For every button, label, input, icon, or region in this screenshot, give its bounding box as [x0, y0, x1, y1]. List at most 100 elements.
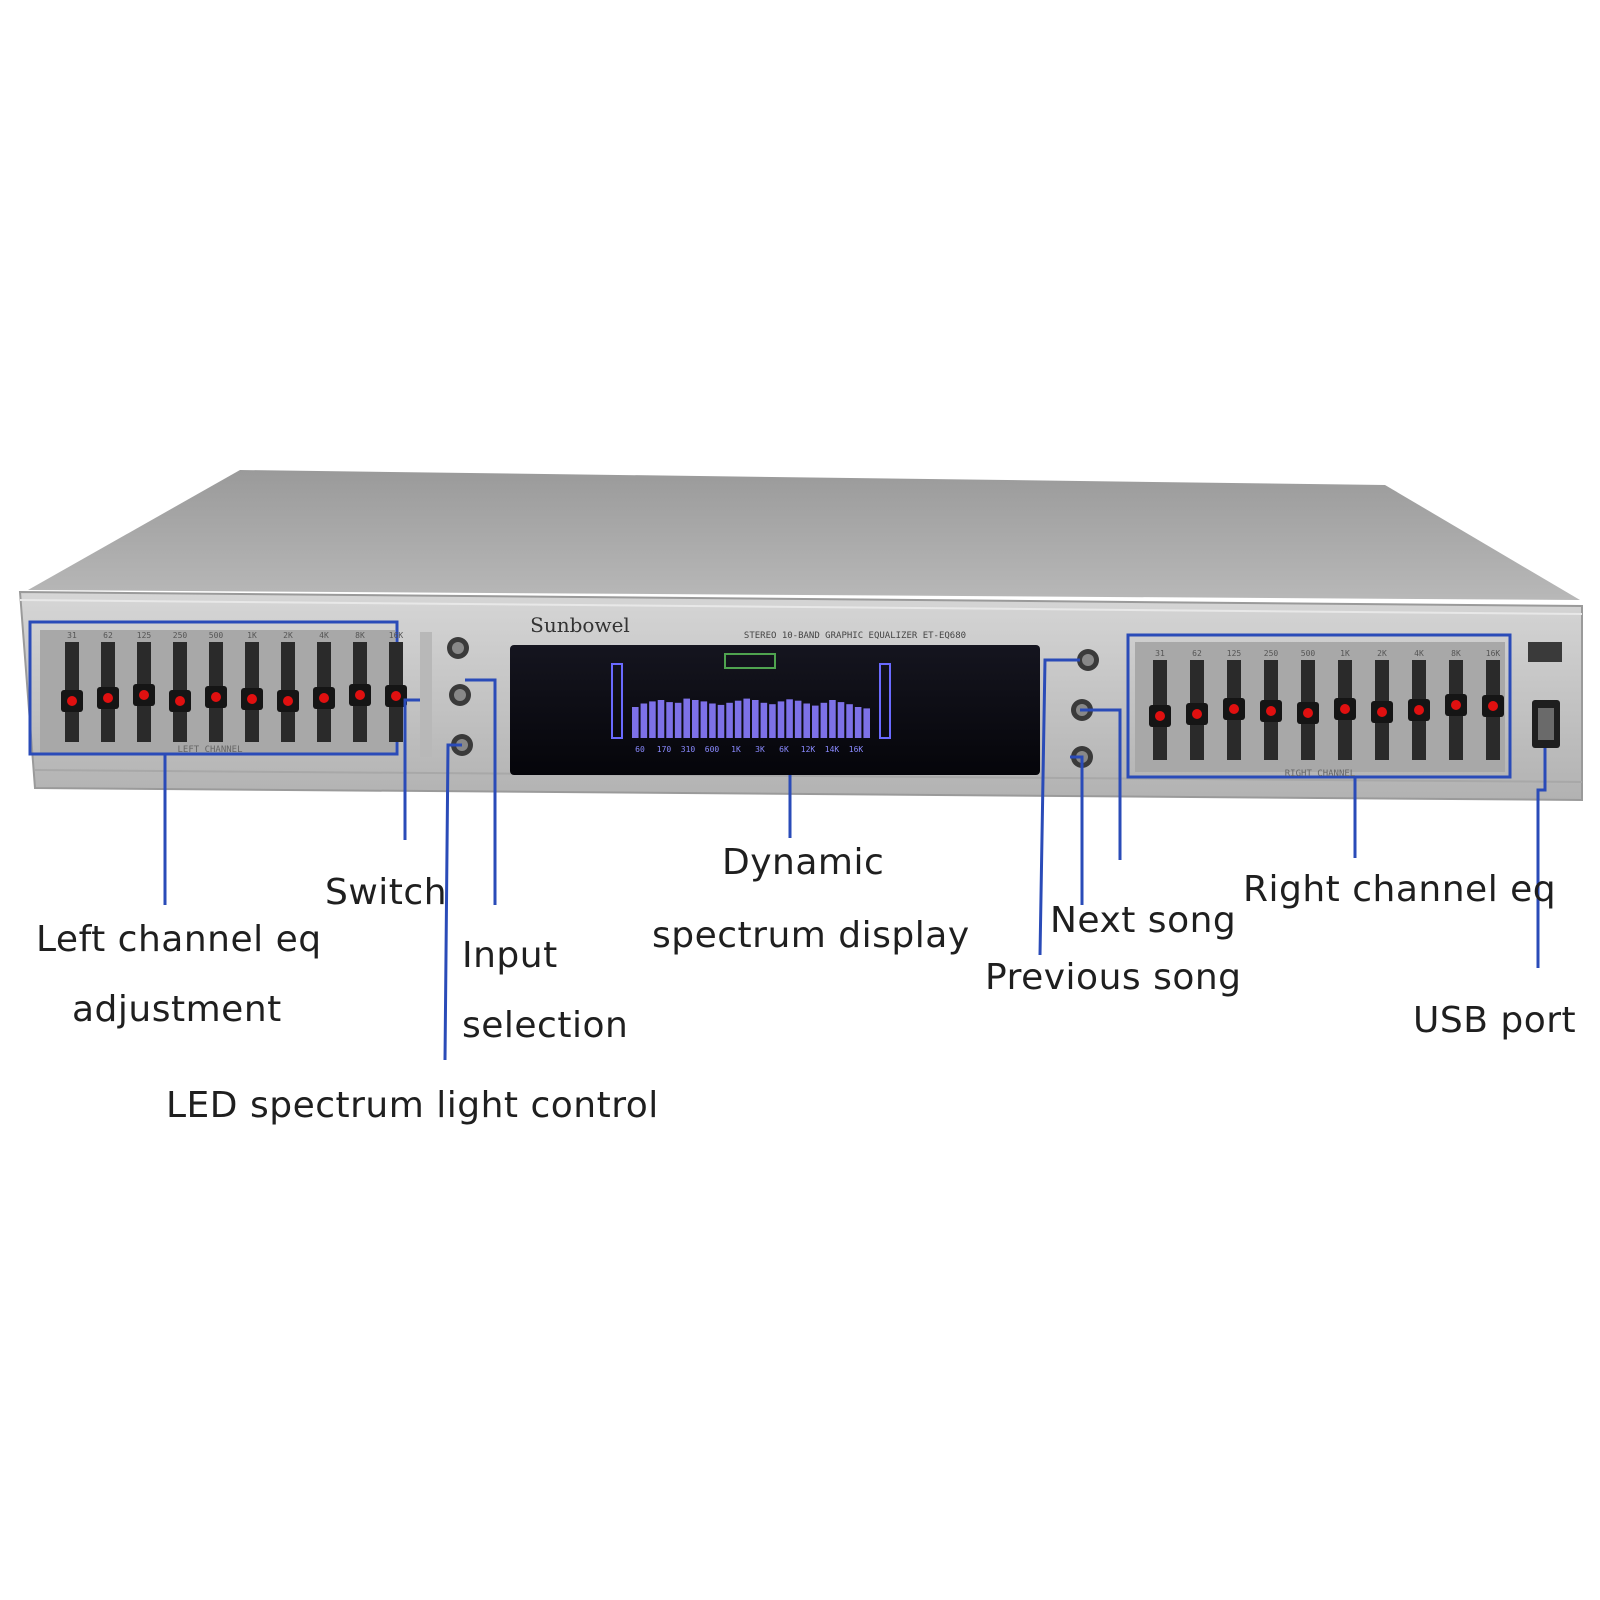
spectrum-band-label-5: 3K: [755, 745, 765, 754]
spectrum-bar-3: [657, 700, 665, 738]
left-band-label-0: 31: [67, 631, 77, 640]
spectrum-bar-7: [692, 700, 699, 738]
callout-input-line1: Input: [462, 935, 558, 976]
callout-input-line2: selection: [462, 1005, 629, 1046]
callout-led-control: LED spectrum light control: [166, 1085, 659, 1126]
input-selection-button[interactable]: [449, 684, 471, 706]
spectrum-band-label-3: 600: [705, 745, 720, 754]
left-slider-led-5: [247, 694, 257, 704]
callout-lines: [163, 658, 1547, 1061]
model-text: STEREO 10-BAND GRAPHIC EQUALIZER ET-EQ68…: [744, 631, 966, 641]
spectrum-bar-24: [837, 702, 845, 738]
usb-port[interactable]: [1532, 700, 1560, 748]
left-band-label-6: 2K: [283, 631, 293, 640]
right-band-label-0: 31: [1155, 649, 1165, 658]
spectrum-bar-22: [820, 702, 828, 738]
dc-logo: [1528, 642, 1562, 662]
right-slider-led-1: [1192, 709, 1202, 719]
left-slider-led-2: [139, 690, 149, 700]
left-band-label-8: 8K: [355, 631, 365, 640]
spectrum-left-level-meter: [611, 663, 623, 739]
callout-left-eq-line2: adjustment: [72, 989, 282, 1030]
left-slider-led-3: [175, 696, 185, 706]
callout-previous-song: Previous song: [985, 957, 1242, 998]
spectrum-bar-4: [666, 702, 673, 738]
left-band-label-2: 125: [137, 631, 152, 640]
left-slider-led-0: [67, 696, 77, 706]
spectrum-bar-12: [734, 700, 742, 738]
callout-usb-port: USB port: [1413, 1000, 1577, 1041]
right-slider-led-8: [1451, 700, 1461, 710]
spectrum-band-label-4: 1K: [731, 745, 741, 754]
left-slider-led-8: [355, 690, 365, 700]
left-band-label-5: 1K: [247, 631, 257, 640]
right-slider-led-0: [1155, 711, 1165, 721]
spectrum-right-level-meter: [879, 663, 891, 739]
callout-spectrum-line2: spectrum display: [652, 915, 970, 956]
right-band-label-9: 16K: [1486, 649, 1501, 658]
spectrum-bar-23: [829, 700, 836, 738]
right-slider-led-7: [1414, 705, 1424, 715]
power-switch-button[interactable]: [447, 637, 469, 659]
spectrum-bar-17: [777, 701, 785, 738]
spectrum-bar-18: [786, 699, 793, 738]
spectrum-bar-2: [649, 701, 656, 738]
callout-next-song: Next song: [1050, 900, 1237, 941]
spectrum-bars: [632, 698, 870, 738]
right-slider-led-9: [1488, 701, 1498, 711]
spectrum-bar-11: [726, 702, 733, 738]
spectrum-bar-16: [769, 704, 776, 738]
left-band-label-7: 4K: [319, 631, 329, 640]
spectrum-band-label-2: 310: [681, 745, 696, 754]
display-mode-indicator: [724, 653, 776, 669]
spectrum-bar-15: [760, 702, 768, 738]
right-band-label-6: 2K: [1377, 649, 1387, 658]
spectrum-bar-26: [854, 707, 862, 738]
spectrum-band-label-7: 12K: [801, 745, 816, 754]
right-eq-sliders[interactable]: 31 62 125 250 500 1K 2K 4K 8K 16K: [1149, 649, 1504, 760]
left-band-label-3: 250: [173, 631, 188, 640]
brand-logo: Sunbowel: [530, 613, 630, 637]
spectrum-bar-13: [743, 698, 750, 738]
spectrum-bar-20: [803, 703, 810, 738]
left-slider-led-6: [283, 696, 293, 706]
previous-song-button[interactable]: [1077, 649, 1099, 671]
left-slider-led-1: [103, 693, 113, 703]
spectrum-bar-0: [632, 707, 639, 738]
left-slider-led-9: [391, 691, 401, 701]
left-band-label-9: 16K: [389, 631, 404, 640]
left-slider-led-7: [319, 693, 329, 703]
right-band-label-2: 125: [1227, 649, 1242, 658]
spectrum-bar-1: [640, 703, 648, 738]
spectrum-bar-14: [752, 700, 759, 738]
right-slider-led-5: [1340, 704, 1350, 714]
right-eq-callout-box: [1126, 633, 1512, 779]
right-slider-led-3: [1266, 706, 1276, 716]
right-band-label-5: 1K: [1340, 649, 1350, 658]
right-band-label-8: 8K: [1451, 649, 1461, 658]
right-slider-led-4: [1303, 708, 1313, 718]
left-band-label-4: 500: [209, 631, 224, 640]
right-slider-led-2: [1229, 704, 1239, 714]
callout-spectrum-line1: Dynamic: [722, 842, 885, 883]
left-button-column: [420, 632, 473, 757]
spectrum-bar-5: [674, 702, 682, 738]
left-band-label-1: 62: [103, 631, 113, 640]
spectrum-band-label-9: 16K: [849, 745, 864, 754]
right-band-label-7: 4K: [1414, 649, 1424, 658]
right-band-label-3: 250: [1264, 649, 1279, 658]
callout-switch: Switch: [325, 872, 448, 913]
left-eq-sliders[interactable]: 31 62 125 250 500 1K 2K 4K 8K 16K: [61, 631, 407, 742]
spectrum-bar-10: [717, 704, 725, 738]
spectrum-bar-8: [700, 701, 708, 738]
spectrum-band-label-0: 60: [635, 745, 645, 754]
right-channel-panel-label: RIGHT CHANNEL: [1285, 769, 1355, 779]
right-band-label-1: 62: [1192, 649, 1202, 658]
chassis-top: [28, 470, 1580, 600]
left-slider-led-4: [211, 692, 221, 702]
spectrum-band-label-8: 14K: [825, 745, 840, 754]
right-band-label-4: 500: [1301, 649, 1316, 658]
right-slider-led-6: [1377, 707, 1387, 717]
spectrum-bar-25: [846, 704, 853, 738]
left-channel-panel-label: LEFT CHANNEL: [177, 745, 242, 755]
